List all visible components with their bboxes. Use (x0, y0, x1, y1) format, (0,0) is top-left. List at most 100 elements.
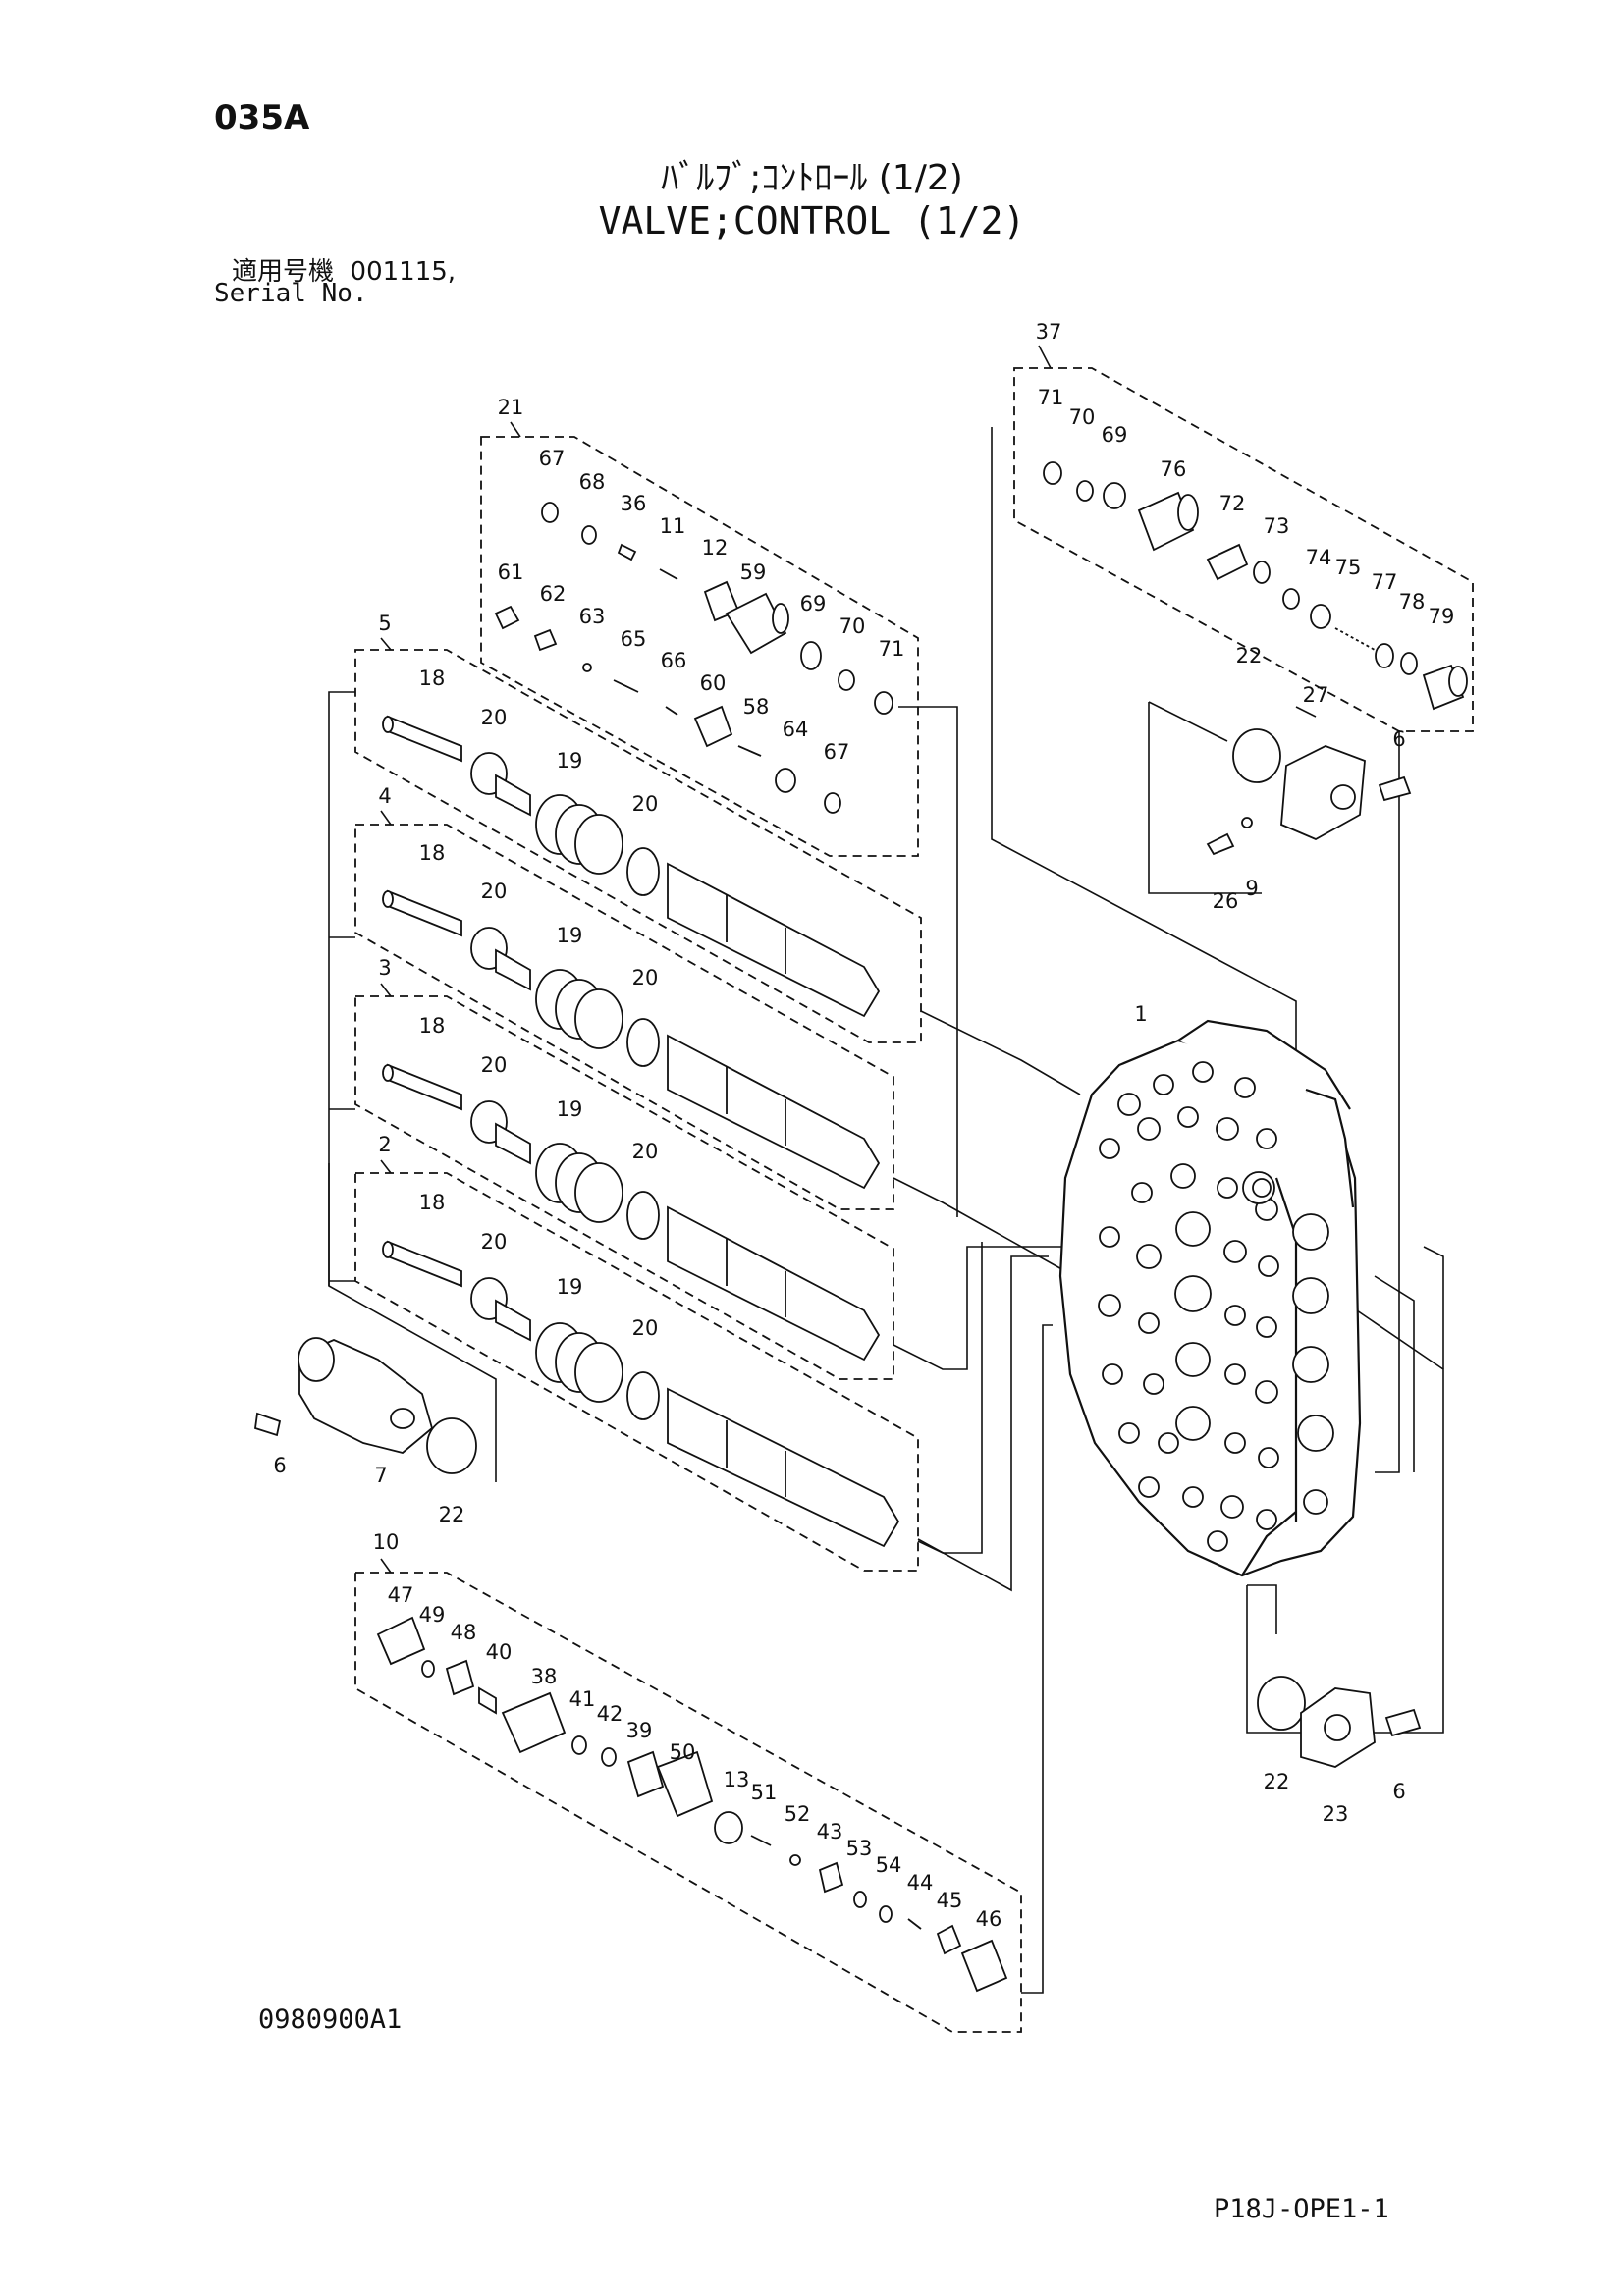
valve-body-ports (1098, 1061, 1334, 1552)
title-english: VALVE;CONTROL (1/2) (598, 199, 1026, 242)
callout-53: 53 (846, 1837, 873, 1860)
callout-40: 40 (486, 1640, 513, 1664)
callout-75: 75 (1335, 556, 1362, 579)
callout-22-c: 22 (1264, 1770, 1290, 1793)
group-10-outline (354, 1572, 1022, 2033)
callout-18-c: 18 (419, 1014, 446, 1038)
callout-26: 26 (1213, 889, 1239, 913)
callout-11: 11 (660, 514, 686, 538)
callout-65: 65 (621, 627, 647, 651)
callout-71: 71 (1038, 386, 1064, 409)
group-3-outline (354, 995, 894, 1380)
group-4-outline (354, 824, 894, 1210)
callout-50: 50 (670, 1740, 696, 1764)
callout-67-b: 67 (824, 740, 850, 764)
callout-49: 49 (419, 1603, 446, 1627)
callout-36: 36 (621, 492, 647, 515)
callout-22: 22 (1236, 644, 1263, 667)
callout-46: 46 (976, 1907, 1002, 1931)
title-japanese: ﾊﾞﾙﾌﾞ;ｺﾝﾄﾛｰﾙ (1/2) (661, 158, 963, 198)
callout-47: 47 (388, 1583, 414, 1607)
spool-group-2 (382, 1240, 900, 1548)
callout-70: 70 (1069, 405, 1096, 429)
callout-27: 27 (1303, 683, 1329, 707)
callout-70-b: 70 (839, 614, 866, 638)
callout-39: 39 (626, 1719, 653, 1742)
callout-69: 69 (1102, 423, 1128, 447)
callout-22-b: 22 (439, 1503, 465, 1526)
callout-79: 79 (1429, 605, 1455, 628)
callout-4: 4 (378, 784, 391, 808)
callout-76: 76 (1161, 457, 1187, 481)
callout-54: 54 (876, 1853, 902, 1877)
leader-lines (328, 345, 1444, 1994)
callout-3: 3 (378, 956, 391, 980)
group-10-parts (376, 1616, 1008, 1993)
left-cover-parts (254, 1337, 477, 1474)
callout-20-g: 20 (481, 1230, 508, 1254)
page-code: 035A (214, 98, 310, 137)
callout-62: 62 (540, 582, 567, 606)
sheet-reference: P18J-OPE1-1 (1214, 2194, 1389, 2224)
callout-51: 51 (751, 1781, 778, 1804)
callout-48: 48 (451, 1621, 477, 1644)
spool-group-3 (382, 1063, 881, 1362)
callout-labels: 37 71 70 69 76 72 73 74 75 77 78 79 22 2… (273, 320, 1454, 1931)
group-37-parts (1043, 461, 1468, 856)
callout-58: 58 (743, 695, 770, 719)
callout-66: 66 (661, 649, 687, 672)
group-5-outline (354, 649, 922, 1043)
group-37-outline (1013, 367, 1474, 732)
serial-line-japanese: 適用号機 001115, (232, 251, 456, 288)
group-21-outline (480, 436, 919, 857)
callout-20-c: 20 (481, 880, 508, 903)
callout-59: 59 (740, 561, 767, 584)
callout-64: 64 (783, 718, 809, 741)
callout-5: 5 (378, 612, 391, 635)
group-21-parts (494, 502, 893, 814)
callout-20-d: 20 (632, 966, 659, 989)
callout-63: 63 (579, 605, 606, 628)
callout-41: 41 (569, 1687, 596, 1711)
callout-20: 20 (481, 706, 508, 729)
callout-6: 6 (1392, 727, 1405, 751)
serial-label-japanese: 適用号機 (232, 257, 335, 287)
callout-20-e: 20 (481, 1053, 508, 1077)
callout-21: 21 (498, 396, 524, 419)
callout-20-f: 20 (632, 1140, 659, 1163)
callout-19-b: 19 (557, 924, 583, 947)
callout-42: 42 (597, 1702, 623, 1726)
callout-23: 23 (1323, 1802, 1349, 1826)
spool-group-4 (382, 889, 881, 1190)
callout-19-d: 19 (557, 1275, 583, 1299)
callout-73: 73 (1264, 514, 1290, 538)
callout-72: 72 (1219, 492, 1246, 515)
callout-60: 60 (700, 671, 727, 695)
callout-7: 7 (374, 1464, 387, 1487)
callout-78: 78 (1399, 590, 1426, 614)
callout-19-c: 19 (557, 1097, 583, 1121)
callout-9: 9 (1245, 877, 1258, 900)
callout-71-b: 71 (879, 637, 905, 661)
callout-67: 67 (539, 447, 566, 470)
callout-18-d: 18 (419, 1191, 446, 1214)
callout-6-b: 6 (273, 1454, 286, 1477)
callout-69-b: 69 (800, 592, 827, 615)
callout-1: 1 (1134, 1002, 1147, 1026)
callout-10: 10 (373, 1530, 400, 1554)
callout-37: 37 (1036, 320, 1062, 344)
callout-45: 45 (937, 1889, 963, 1912)
callout-52: 52 (785, 1802, 811, 1826)
callout-38: 38 (531, 1665, 558, 1688)
callout-18: 18 (419, 667, 446, 690)
callout-13: 13 (724, 1768, 750, 1791)
right-cover-parts (1257, 1676, 1422, 1768)
serial-value: 001115, (350, 257, 457, 287)
callout-20-h: 20 (632, 1316, 659, 1340)
callout-20-b: 20 (632, 792, 659, 816)
callout-19: 19 (557, 749, 583, 773)
callout-6-c: 6 (1392, 1780, 1405, 1803)
callout-43: 43 (817, 1820, 843, 1843)
callout-74: 74 (1306, 546, 1332, 569)
